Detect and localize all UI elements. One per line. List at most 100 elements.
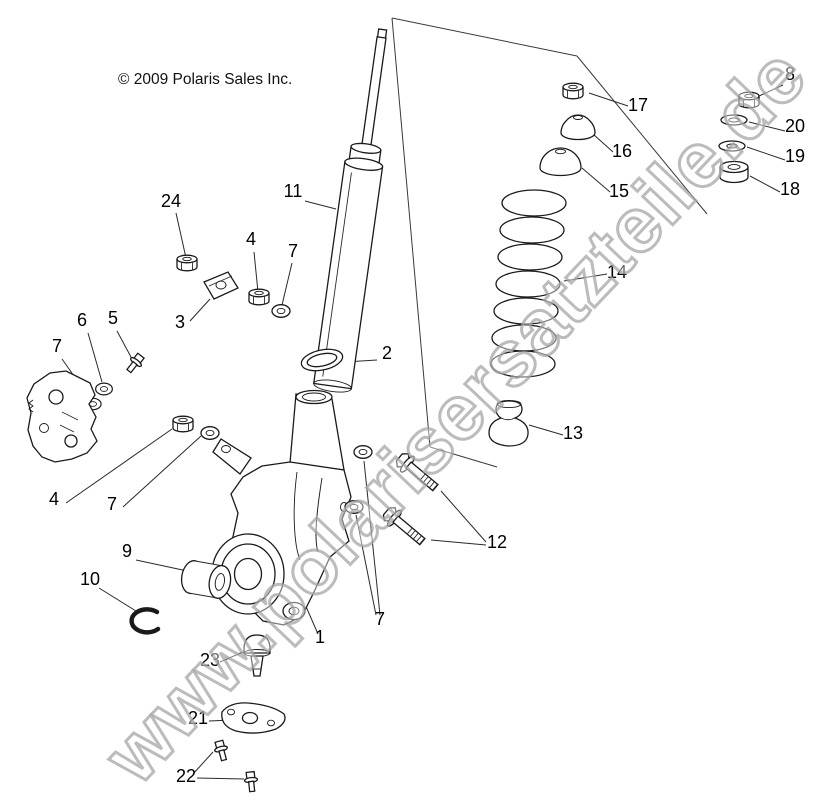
callout-1: 1 — [315, 627, 325, 647]
leader-19 — [746, 146, 786, 161]
nut-8 — [738, 91, 760, 109]
leader-12b — [430, 539, 487, 546]
leader-3 — [189, 298, 211, 322]
washer-7c — [200, 426, 220, 440]
leader-4a — [253, 251, 259, 293]
callout-15: 15 — [609, 181, 629, 201]
clamp-bracket-3 — [203, 271, 239, 300]
leader-13 — [528, 424, 564, 436]
o-ring-outer — [300, 348, 344, 372]
spacer-18-hole — [727, 164, 741, 170]
bushing-9 — [180, 560, 232, 599]
bracket-line — [429, 446, 498, 468]
plate-hole — [227, 708, 235, 716]
bracket-line — [391, 17, 578, 57]
spring-coil — [491, 324, 557, 352]
callout-labels: 24 11 4 7 3 17 8 20 16 19 15 18 14 2 6 5… — [49, 64, 805, 786]
callout-2: 2 — [382, 343, 392, 363]
leader-16 — [592, 133, 614, 153]
spring-coil — [493, 297, 559, 325]
washer-7a — [271, 304, 291, 318]
leader-18 — [749, 175, 781, 193]
callout-20: 20 — [785, 116, 805, 136]
callout-10: 10 — [80, 569, 100, 589]
snap-ring — [129, 607, 161, 635]
leader-8 — [756, 84, 784, 98]
leader-7d1 — [355, 514, 377, 616]
callout-8: 8 — [785, 64, 795, 84]
callout-21: 21 — [188, 708, 208, 728]
shock-absorber — [313, 28, 388, 393]
bushing-right-face — [208, 564, 232, 599]
bump-stop-body — [488, 400, 529, 447]
bolt-5 — [123, 351, 147, 376]
leader-23 — [219, 651, 244, 663]
spacer-bushing-18 — [719, 160, 749, 184]
callout-13: 13 — [563, 423, 583, 443]
callout-7d: 7 — [375, 609, 385, 629]
leader-17 — [588, 92, 629, 107]
mounting-plate — [221, 702, 286, 734]
nut-17 — [562, 82, 584, 100]
spring-coil — [490, 350, 556, 378]
washer-7d2 — [344, 500, 364, 514]
callout-24: 24 — [161, 191, 181, 211]
leader-6 — [87, 332, 103, 383]
caliper-detail — [59, 424, 75, 433]
shock-shaft — [360, 36, 387, 152]
steering-arm-hole — [221, 445, 231, 453]
leader-22b — [196, 777, 245, 780]
balljoint-seat — [282, 601, 306, 621]
callout-23: 23 — [200, 650, 220, 670]
o-ring-inner — [306, 352, 338, 368]
shock-collar-top — [350, 142, 382, 154]
bearing-bore — [233, 557, 263, 591]
caliper-hole — [64, 434, 78, 448]
bump-stop-top — [496, 399, 522, 409]
bolt-12a — [392, 449, 443, 496]
copyright-text: © 2009 Polaris Sales Inc. — [118, 71, 292, 88]
leader-24 — [175, 212, 187, 259]
knuckle-tube — [289, 393, 345, 471]
spring-coil — [499, 216, 565, 244]
knuckle-steering-arm — [212, 438, 252, 475]
clamp-3-bend — [208, 275, 233, 287]
nut-4b — [172, 415, 194, 433]
retainer-cup-15 — [539, 147, 582, 177]
washer-19 — [718, 140, 746, 152]
knuckle-tube-rim — [295, 389, 333, 405]
balljoint-dome — [243, 634, 271, 654]
leader-lines — [61, 84, 786, 780]
bracket-line — [391, 17, 431, 448]
callout-14: 14 — [607, 262, 627, 282]
leader-5 — [116, 330, 132, 358]
bolt-22a — [212, 738, 231, 763]
callout-11: 11 — [284, 181, 303, 201]
nut-24 — [176, 254, 198, 272]
callout-6: 6 — [77, 310, 87, 330]
bolt-22b — [243, 770, 260, 793]
callout-12: 12 — [487, 532, 507, 552]
spacer-18-top — [719, 160, 749, 174]
plate-hole — [267, 719, 275, 727]
leader-7c — [122, 435, 202, 508]
shock-body-top — [344, 157, 384, 171]
caliper-hole — [48, 389, 64, 405]
steering-knuckle — [211, 389, 352, 626]
bump-stop — [488, 399, 529, 447]
caliper-serration — [28, 399, 34, 413]
cup-15-hole — [555, 148, 566, 155]
retainer-cup-16 — [560, 114, 596, 141]
leader-9 — [135, 559, 193, 573]
leader-11 — [304, 200, 337, 210]
washer-6 — [95, 382, 113, 396]
plate-body — [221, 702, 286, 734]
spring-coil — [495, 270, 561, 298]
callout-19: 19 — [785, 146, 805, 166]
knuckle-tube-bore — [302, 392, 326, 402]
leader-20 — [748, 121, 786, 132]
callout-9: 9 — [122, 541, 132, 561]
washer-20 — [720, 114, 748, 126]
